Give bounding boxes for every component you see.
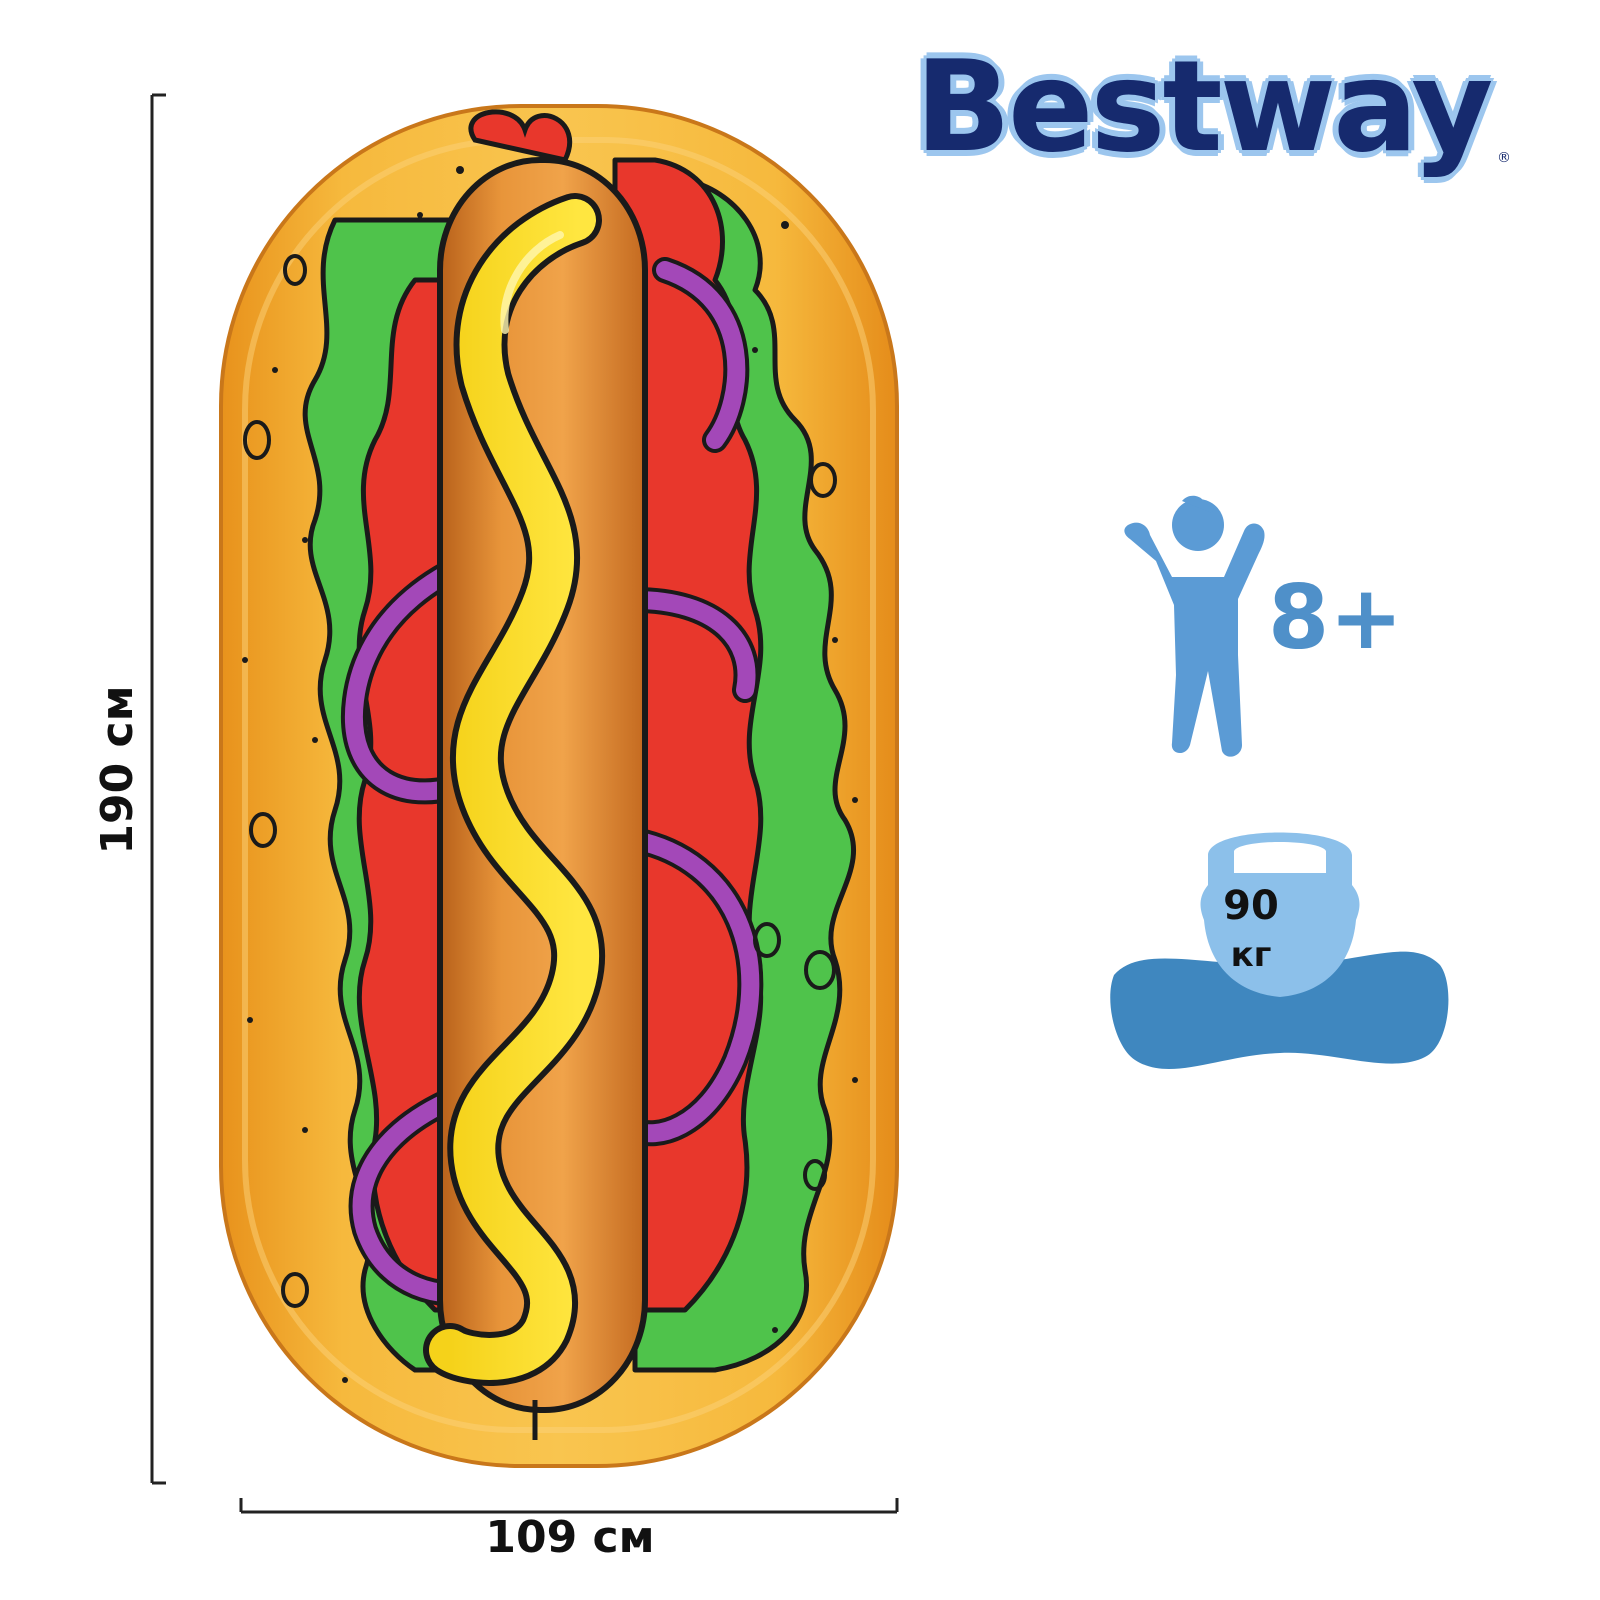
hotdog-float-icon: [219, 104, 899, 1468]
height-label: 190 см: [92, 685, 143, 855]
bestway-logo: Bestway ®: [912, 22, 1525, 192]
width-label: 109 см: [485, 1512, 655, 1563]
registered-mark: ®: [1497, 150, 1511, 166]
child-icon: [1124, 495, 1265, 757]
width-dimension-line: [239, 1498, 899, 1514]
height-dimension-line: [150, 93, 166, 1485]
weight-value: 90: [1223, 883, 1279, 929]
weight-unit: кг: [1230, 935, 1272, 975]
logo-text: Bestway: [912, 31, 1495, 183]
kettlebell-icon: [1110, 832, 1449, 1070]
age-label: 8+: [1268, 566, 1403, 669]
